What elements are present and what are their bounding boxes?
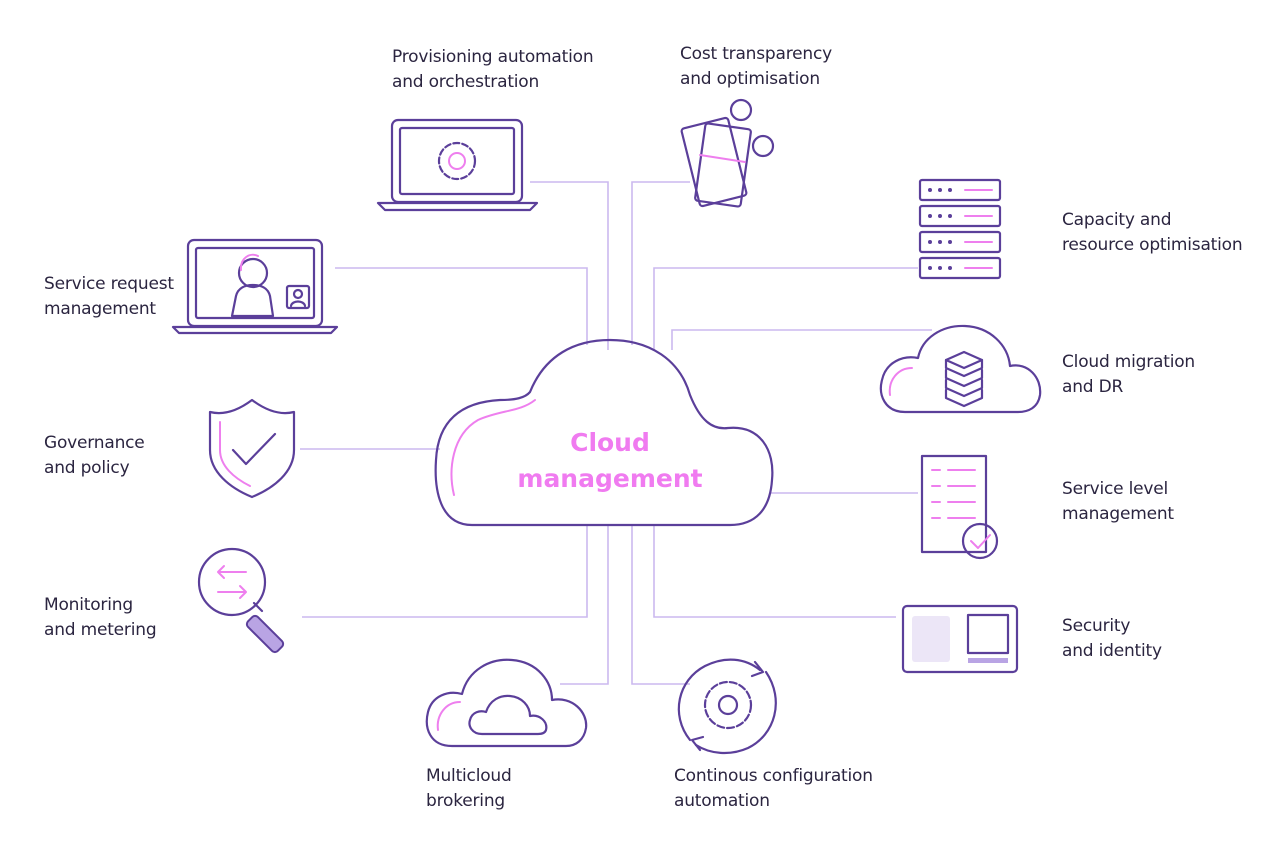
label-multicloud-line1: Multicloud bbox=[426, 766, 512, 786]
label-migration-line1: Cloud migration bbox=[1062, 352, 1196, 372]
laptop-gear-icon bbox=[376, 118, 539, 212]
label-governance-line2: and policy bbox=[44, 458, 130, 478]
label-provisioning: Provisioning automation and orchestratio… bbox=[392, 45, 594, 95]
label-configuration-line2: automation bbox=[674, 791, 770, 811]
label-service-request: Service request management bbox=[44, 272, 174, 322]
label-service-level-line1: Service level bbox=[1062, 479, 1169, 499]
label-provisioning-line2: and orchestration bbox=[392, 72, 540, 92]
connector-multicloud bbox=[560, 525, 609, 685]
connector-provisioning bbox=[530, 181, 609, 350]
server-rack-icon bbox=[918, 178, 1002, 280]
laptop-person-icon bbox=[171, 238, 339, 335]
label-service-level: Service level management bbox=[1062, 477, 1174, 527]
center-title-line1: Cloud bbox=[570, 428, 650, 457]
connector-service-request bbox=[335, 267, 588, 345]
center-title-line2: management bbox=[517, 464, 703, 493]
label-security-line2: and identity bbox=[1062, 641, 1162, 661]
connector-security bbox=[653, 525, 896, 618]
label-security: Security and identity bbox=[1062, 614, 1162, 664]
label-configuration-line1: Continous configuration bbox=[674, 766, 873, 786]
central-cloud-icon bbox=[434, 338, 774, 527]
id-card-icon bbox=[901, 604, 1019, 674]
label-migration: Cloud migration and DR bbox=[1062, 350, 1195, 400]
label-configuration: Continous configuration automation bbox=[674, 764, 873, 814]
label-security-line1: Security bbox=[1062, 616, 1131, 636]
label-service-request-line1: Service request bbox=[44, 274, 174, 294]
label-capacity-line1: Capacity and bbox=[1062, 210, 1172, 230]
label-governance: Governance and policy bbox=[44, 431, 145, 481]
magnifier-arrows-icon bbox=[197, 547, 285, 654]
money-coins-icon bbox=[680, 98, 775, 208]
label-capacity-line2: resource optimisation bbox=[1062, 235, 1243, 255]
label-multicloud: Multicloud brokering bbox=[426, 764, 512, 814]
cloud-database-icon bbox=[879, 324, 1042, 414]
label-governance-line1: Governance bbox=[44, 433, 145, 453]
label-cost-line2: and optimisation bbox=[680, 69, 820, 89]
connectors bbox=[300, 181, 932, 685]
label-service-request-line2: management bbox=[44, 299, 156, 319]
label-provisioning-line1: Provisioning automation bbox=[392, 47, 594, 67]
label-service-level-line2: management bbox=[1062, 504, 1174, 524]
label-cost: Cost transparency and optimisation bbox=[680, 42, 832, 92]
connector-capacity bbox=[653, 267, 918, 350]
label-cost-line1: Cost transparency bbox=[680, 44, 832, 64]
shield-check-icon bbox=[208, 398, 296, 499]
label-monitoring-line1: Monitoring bbox=[44, 595, 133, 615]
label-migration-line2: and DR bbox=[1062, 377, 1124, 397]
label-monitoring: Monitoring and metering bbox=[44, 593, 157, 643]
label-capacity: Capacity and resource optimisation bbox=[1062, 208, 1243, 258]
center-title: Cloud management bbox=[470, 425, 750, 497]
connector-configuration bbox=[631, 525, 690, 685]
label-monitoring-line2: and metering bbox=[44, 620, 157, 640]
gear-cycle-icon bbox=[677, 658, 777, 755]
nested-cloud-icon bbox=[425, 658, 588, 748]
document-check-icon bbox=[920, 454, 999, 560]
label-multicloud-line2: brokering bbox=[426, 791, 505, 811]
connector-cost bbox=[631, 181, 690, 345]
connector-migration bbox=[671, 329, 932, 350]
connector-monitoring bbox=[302, 525, 588, 618]
